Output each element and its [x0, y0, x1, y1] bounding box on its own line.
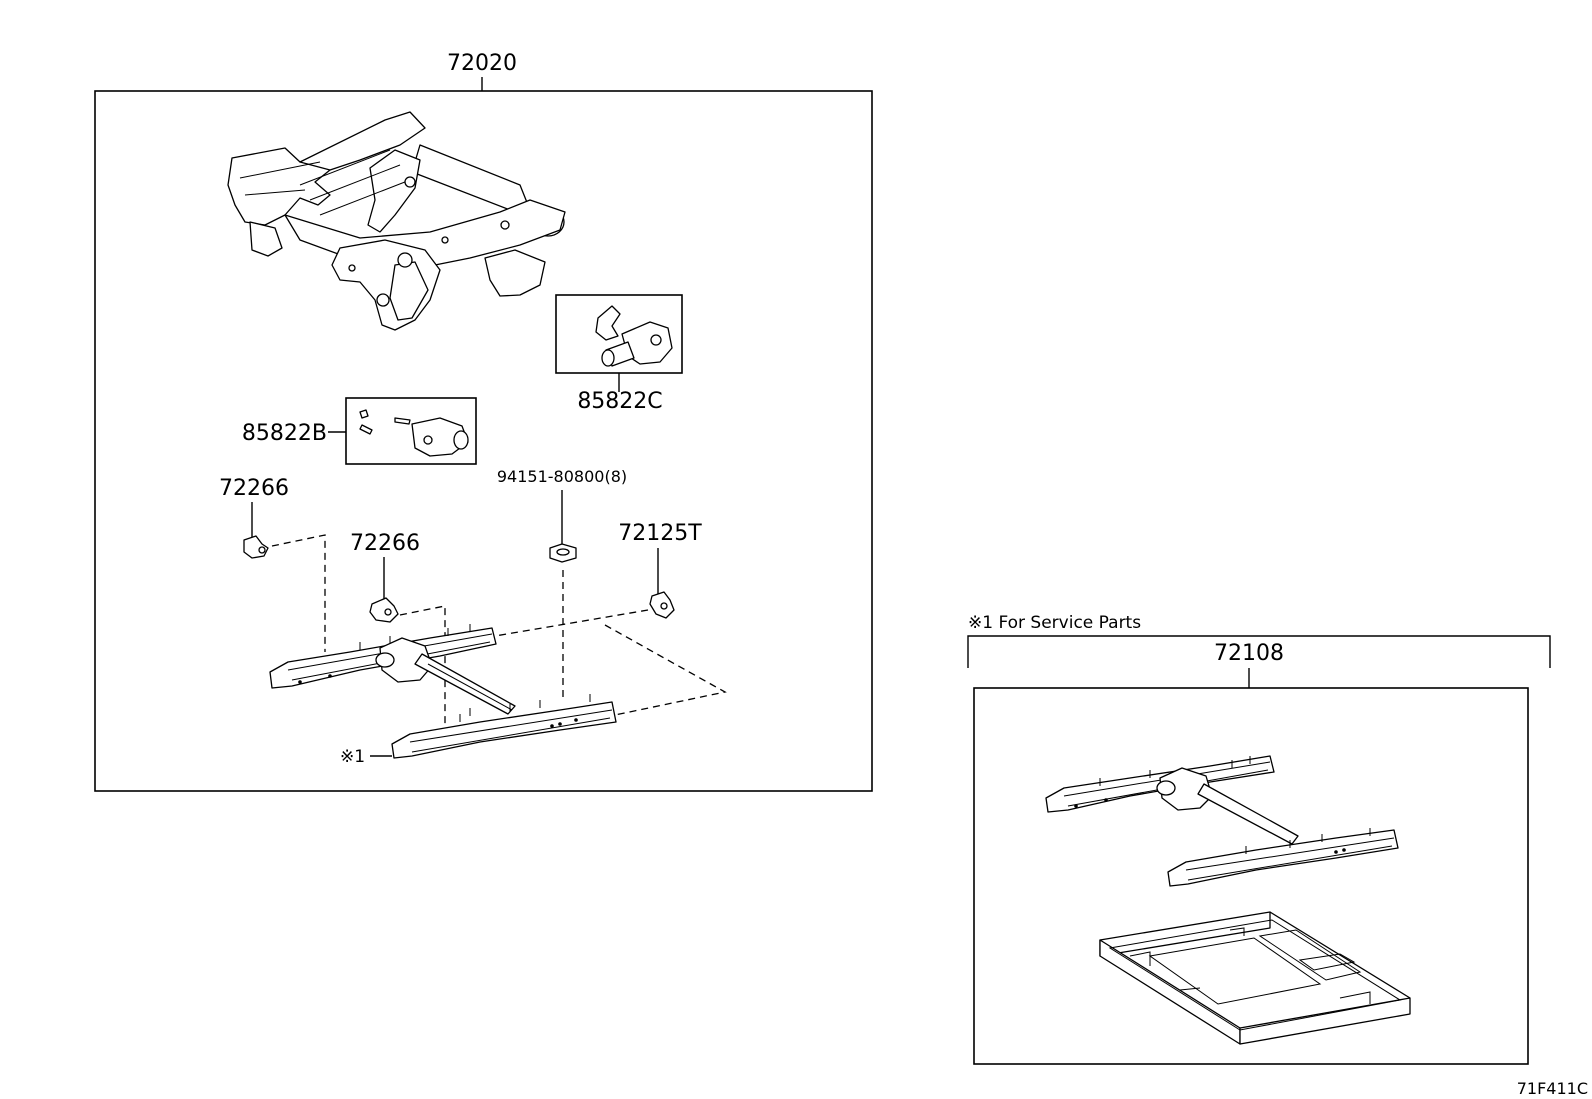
part-85822B-box: [345, 397, 477, 465]
nut-94151[interactable]: [549, 543, 577, 563]
label-mark-1[interactable]: ※1: [340, 747, 365, 767]
dash-72125T: [494, 609, 649, 637]
service-parts-note: ※1 For Service Parts: [968, 613, 1141, 633]
label-72108[interactable]: 72108: [1214, 641, 1284, 666]
label-72020[interactable]: 72020: [447, 51, 517, 76]
seat-frame-drawing[interactable]: [227, 111, 566, 331]
assembly-72020-group: 72020: [94, 51, 873, 792]
motor-85822C[interactable]: [595, 305, 673, 367]
label-94151[interactable]: 94151-80800(8): [497, 467, 627, 486]
label-72125T[interactable]: 72125T: [618, 521, 702, 546]
assembly-72108-frame: [973, 687, 1529, 1065]
label-72266-b[interactable]: 72266: [350, 531, 420, 556]
clip-72266-a[interactable]: [243, 535, 269, 559]
label-85822B[interactable]: 85822B: [242, 421, 327, 446]
seat-track-rails[interactable]: [269, 624, 617, 759]
label-85822C[interactable]: 85822C: [577, 389, 662, 414]
motor-85822B[interactable]: [359, 409, 469, 457]
bolt-72125T[interactable]: [649, 591, 675, 619]
service-bracket: [967, 635, 1551, 668]
assembly-72020-frame: [94, 90, 873, 792]
label-72266-a[interactable]: 72266: [219, 476, 289, 501]
kit-seat-rails[interactable]: [1045, 755, 1399, 887]
dash-72266-b: [399, 605, 446, 742]
dash-rail-outline: [604, 624, 727, 716]
kit-packaging-tray[interactable]: [1099, 911, 1411, 1045]
dash-72266-a: [271, 534, 326, 652]
figure-code: 71F411C: [1517, 1079, 1588, 1098]
assembly-72108-group: ※1 For Service Parts 72108: [967, 613, 1551, 1065]
clip-72266-b[interactable]: [369, 597, 399, 623]
